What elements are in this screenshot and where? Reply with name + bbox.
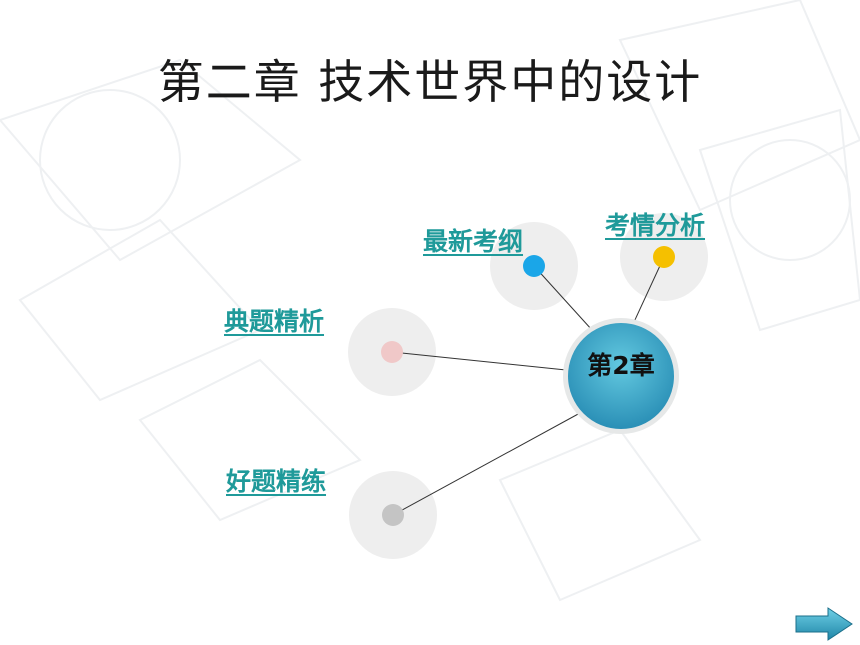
dot-icon — [653, 246, 675, 268]
dot-icon — [382, 504, 404, 526]
connector-line-latest-syllabus — [533, 265, 593, 331]
hub-label: 第2章 — [587, 351, 655, 380]
link-latest-syllabus[interactable]: 最新考纲 — [423, 227, 524, 256]
dot-icon — [523, 255, 545, 277]
hub-circle — [568, 323, 674, 429]
next-button[interactable] — [794, 606, 854, 642]
slide-title: 第二章 技术世界中的设计 — [157, 55, 703, 109]
link-exam-analysis[interactable]: 考情分析 — [605, 211, 706, 240]
link-practice[interactable]: 好题精练 — [226, 467, 327, 496]
dot-icon — [381, 341, 403, 363]
connector-line-exam-analysis — [633, 256, 665, 323]
connector-line-typical-analysis — [391, 351, 567, 371]
connector-line-practice — [392, 412, 581, 516]
arrow-right-icon — [795, 607, 853, 641]
link-typical-analysis[interactable]: 典题精析 — [224, 307, 325, 336]
